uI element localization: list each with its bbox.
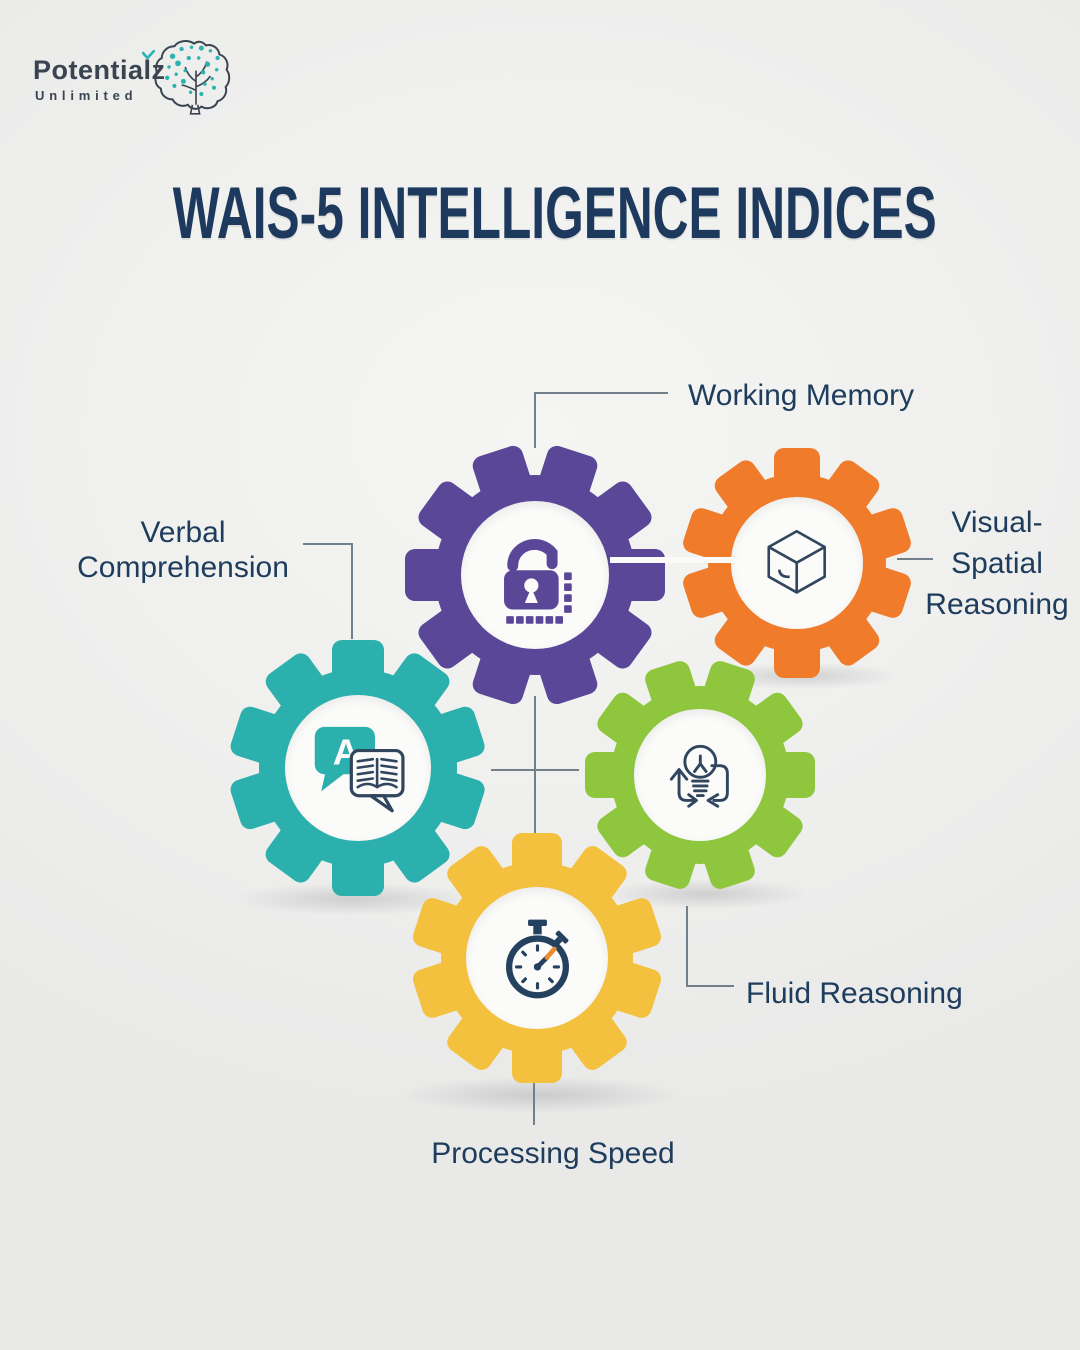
label-line: Spatial <box>951 547 1043 580</box>
connector-visual-spatial-white <box>610 557 748 563</box>
label-working-memory: Working Memory <box>688 379 915 412</box>
gear-fluid-reasoning <box>585 658 815 892</box>
brain-logo-icon <box>154 40 231 115</box>
connector-visual-spatial <box>897 558 933 560</box>
gear-visual-spatial <box>680 448 914 678</box>
label-processing-speed: Processing Speed <box>431 1137 675 1170</box>
connector-verbal-vertical <box>351 543 353 639</box>
connector-working-memory-horizontal <box>534 392 668 394</box>
gear-working-memory <box>405 443 665 707</box>
label-fluid-reasoning: Fluid Reasoning <box>746 977 963 1010</box>
connector-center-horizontal <box>491 769 579 771</box>
label-line: Comprehension <box>77 551 289 584</box>
gear-center <box>465 886 609 1030</box>
logo-tagline-text: Unlimited <box>35 88 138 103</box>
gear-center <box>634 709 766 841</box>
lightbulb-cycle-icon <box>652 727 749 824</box>
logo: Potentialz Unlimited <box>33 40 243 120</box>
padlock-memory-icon <box>480 520 589 629</box>
connector-fluid-horizontal <box>686 985 734 987</box>
connector-processing-vertical <box>533 1066 535 1125</box>
label-visual-spatial: Visual- Spatial Reasoning <box>922 502 1072 625</box>
connector-working-memory-vertical <box>534 394 536 448</box>
wireframe-cube-icon <box>753 519 840 606</box>
label-line: Reasoning <box>925 588 1069 621</box>
page-title: WAIS-5 INTELLIGENCE INDICES <box>172 173 937 254</box>
label-line: Verbal <box>140 516 226 549</box>
connector-fluid-vertical <box>686 906 688 987</box>
connector-center-vertical <box>534 696 536 834</box>
stopwatch-icon <box>485 906 590 1011</box>
logo-accent-mark <box>142 50 155 60</box>
gear-verbal-comprehension: A <box>228 640 488 896</box>
label-verbal-comprehension: Verbal Comprehension <box>58 515 308 585</box>
connector-verbal-horizontal <box>303 543 353 545</box>
label-line: Visual- <box>951 506 1043 539</box>
speech-bubble-book-icon: A <box>304 714 412 822</box>
logo-brand-text: Potentialz <box>33 55 166 85</box>
gear-processing-speed <box>410 833 664 1083</box>
